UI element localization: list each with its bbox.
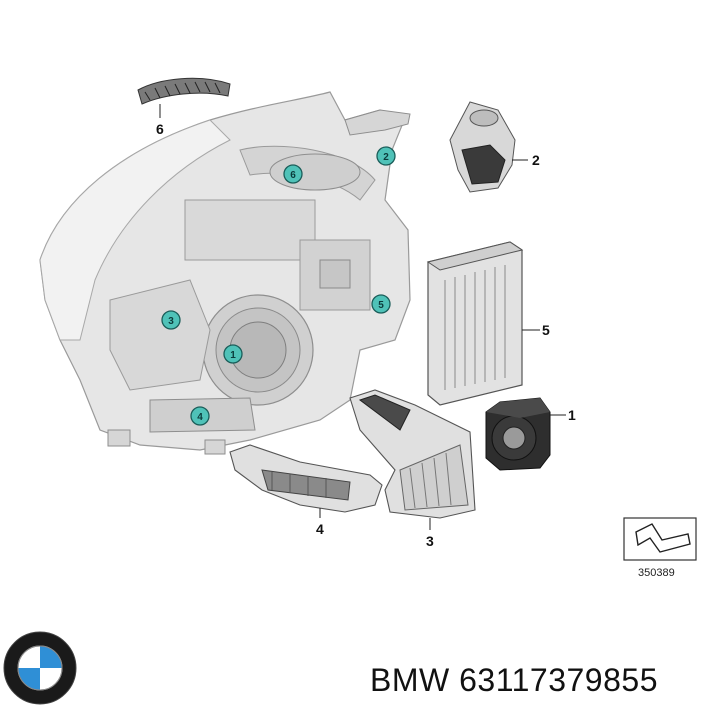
callout-6: 6 bbox=[156, 121, 164, 137]
brand-part-number-text: BMW 63117379855 bbox=[370, 662, 658, 698]
badge-6: 6 bbox=[283, 164, 303, 184]
badge-4: 4 bbox=[190, 406, 210, 426]
badge-1: 1 bbox=[223, 344, 243, 364]
callout-4: 4 bbox=[316, 521, 324, 537]
part-4-lower-grille bbox=[229, 444, 383, 513]
svg-text:6: 6 bbox=[290, 170, 296, 181]
svg-text:2: 2 bbox=[383, 152, 389, 163]
callout-3: 3 bbox=[426, 533, 434, 549]
callout-1: 1 bbox=[568, 407, 576, 423]
callout-2: 2 bbox=[532, 152, 540, 168]
bmw-roundel-logo bbox=[3, 631, 77, 705]
part-5-control-unit bbox=[426, 241, 524, 406]
part-1-fan-blower bbox=[485, 397, 551, 471]
reference-symbol-box bbox=[623, 517, 697, 561]
badge-3: 3 bbox=[161, 310, 181, 330]
part-2-bulb-socket bbox=[449, 101, 516, 193]
badge-5: 5 bbox=[371, 294, 391, 314]
svg-text:1: 1 bbox=[230, 350, 236, 361]
badge-2: 2 bbox=[376, 146, 396, 166]
part-6-cable-strip bbox=[137, 77, 231, 105]
part-3-air-duct bbox=[349, 389, 476, 519]
callout-5: 5 bbox=[542, 322, 550, 338]
svg-text:5: 5 bbox=[378, 300, 384, 311]
svg-text:4: 4 bbox=[197, 412, 203, 423]
svg-text:3: 3 bbox=[168, 316, 174, 327]
reference-code: 350389 bbox=[638, 567, 675, 579]
